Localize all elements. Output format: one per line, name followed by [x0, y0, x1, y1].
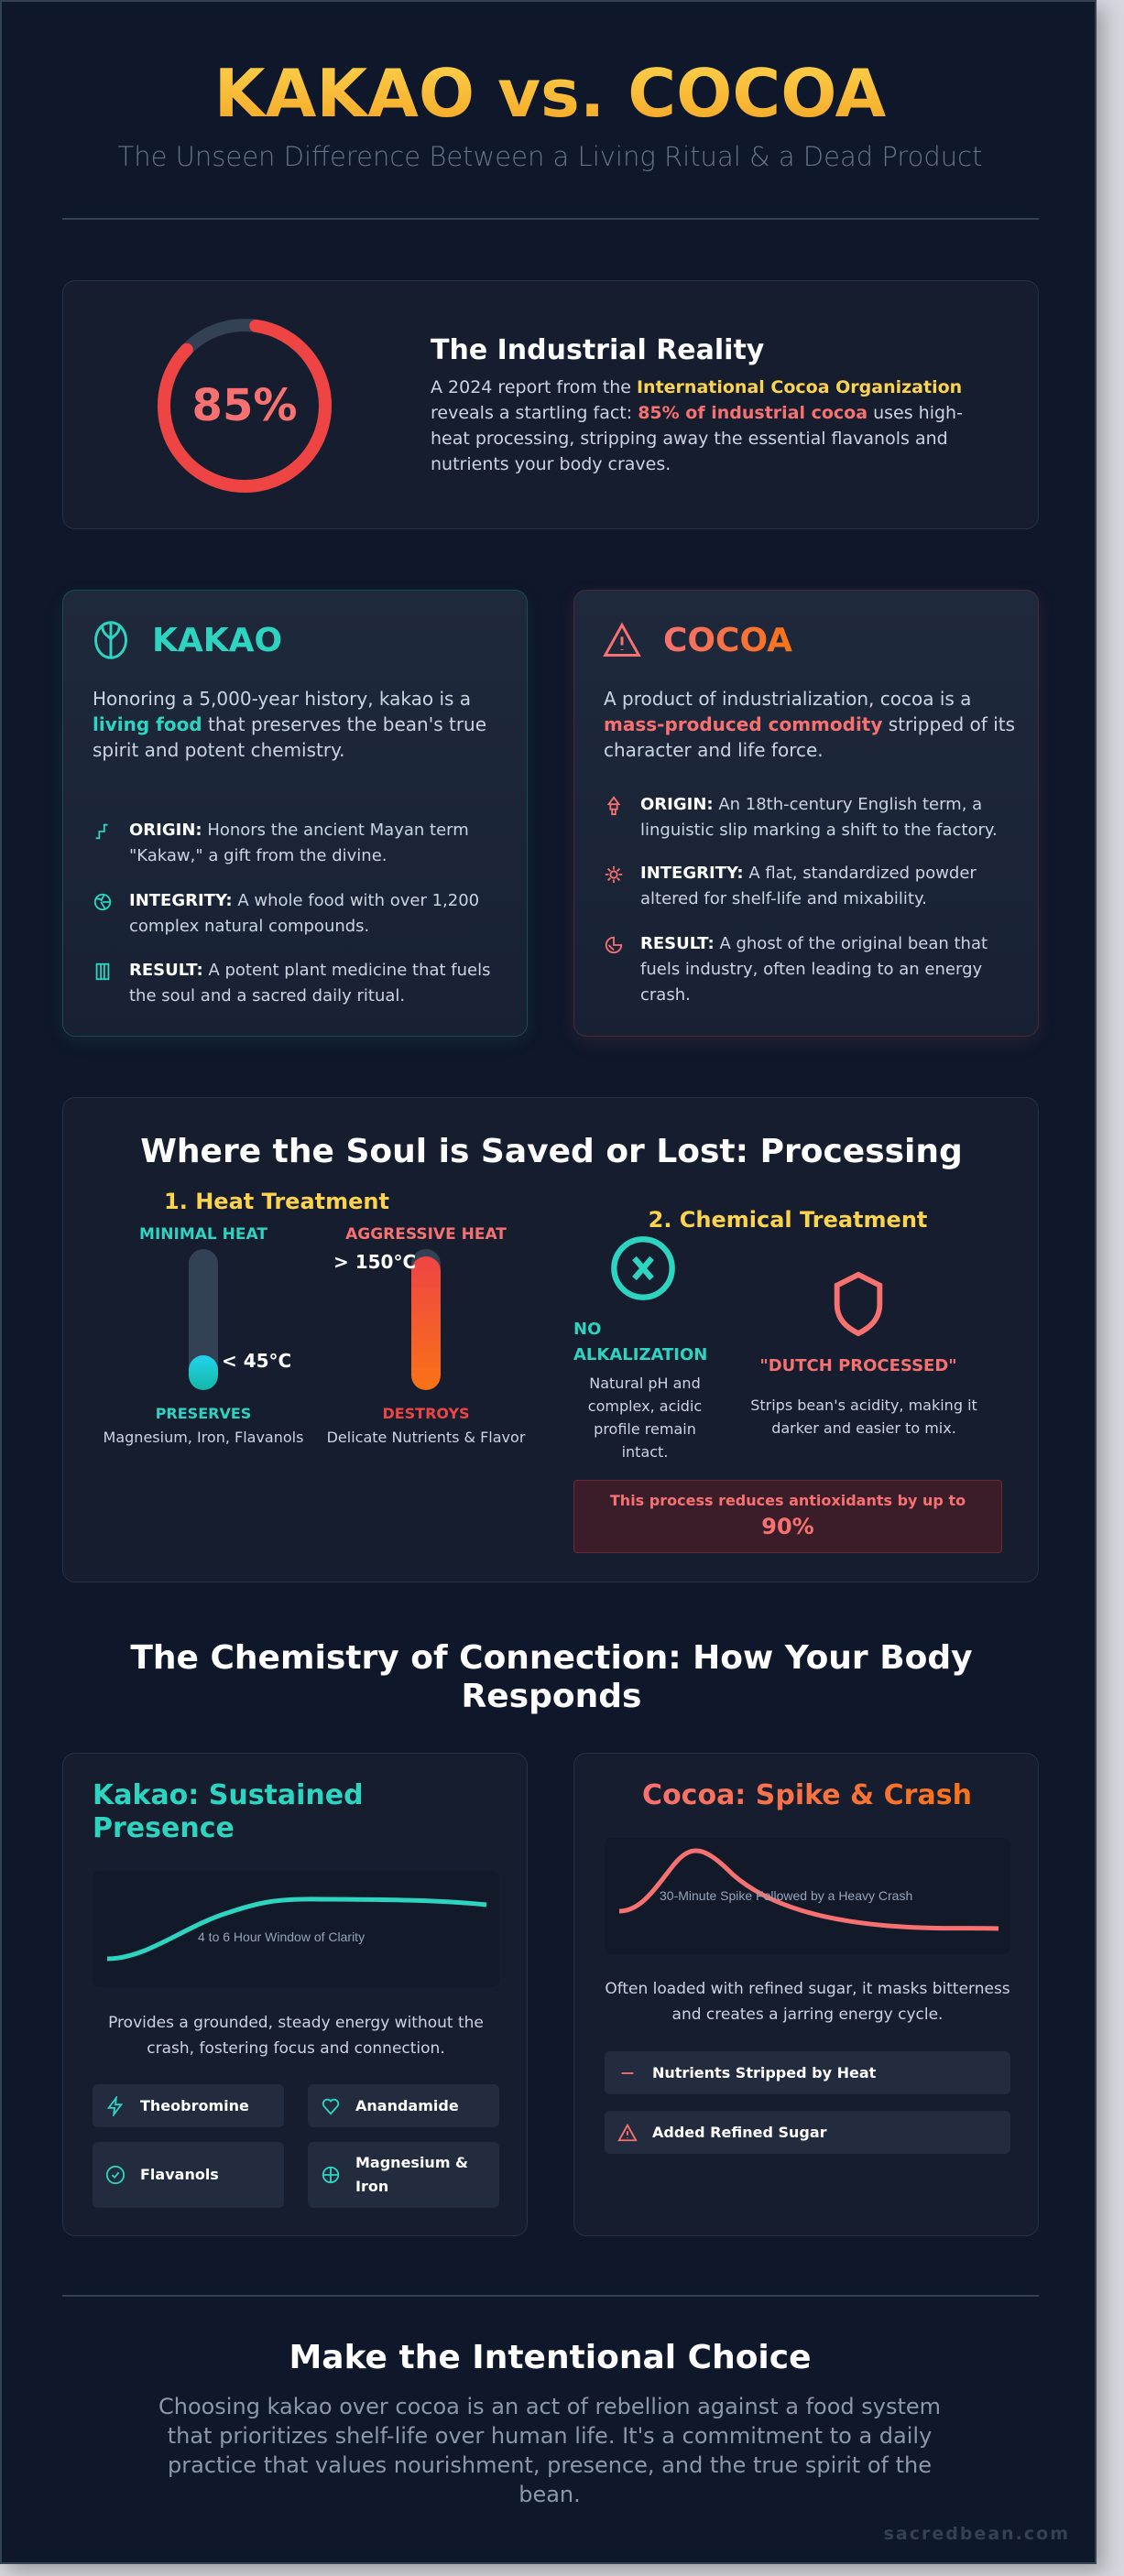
minimal-heat-label: MINIMAL HEAT — [139, 1225, 267, 1244]
path-icon — [95, 823, 108, 840]
page-subtitle: The Unseen Difference Between a Living R… — [117, 141, 983, 172]
x-circle-icon — [611, 1236, 675, 1300]
processing-title: Where the Soul is Saved or Lost: Process… — [140, 1133, 963, 1170]
kakao-list: ORIGIN: Honors the ancient Mayan term "K… — [93, 818, 505, 1019]
ring-progress — [158, 319, 332, 493]
aperture-icon — [93, 893, 112, 911]
warning-text: This process reduces antioxidants by up … — [609, 1492, 966, 1509]
kakao-energy-card: Kakao: Sustained Presence 4 to 6 Hour Wi… — [62, 1753, 528, 2236]
percentage-ring — [158, 319, 332, 493]
pill-anandamide: Anandamide — [308, 2084, 499, 2127]
infographic: KAKAO vs. COCOA The Unseen Difference Be… — [0, 0, 1097, 2564]
thermometer-fill — [189, 1354, 218, 1390]
no-alkalization-label: NO ALKALIZATION — [573, 1320, 708, 1364]
list-item: INTEGRITY: A whole food with over 1,200 … — [93, 888, 505, 940]
minimal-temp: < 45°C — [222, 1350, 292, 1372]
warning-value: 90% — [761, 1514, 814, 1539]
closing-text: Choosing kakao over cocoa is an act of r… — [158, 2394, 942, 2507]
cocoa-energy-card: Cocoa: Spike & Crash 30-Minute Spike Fol… — [573, 1753, 1039, 2236]
check-circle-icon — [105, 2165, 125, 2185]
chemistry-title: The Chemistry of Connection: How Your Bo… — [130, 1639, 973, 1715]
pill-theobromine: Theobromine — [93, 2084, 284, 2127]
kakao-intro: Honoring a 5,000-year history, kakao is … — [93, 688, 487, 761]
aggressive-thermometer — [411, 1249, 441, 1390]
pill-refined-sugar: Added Refined Sugar — [605, 2111, 1010, 2154]
minimal-thermometer — [189, 1249, 218, 1390]
aggressive-temp: > 150°C — [333, 1251, 417, 1273]
destroys-detail: Delicate Nutrients & Flavor — [326, 1429, 526, 1446]
no-alkalization-detail: Natural pH and complex, acidic profile r… — [587, 1375, 703, 1461]
broken-bean-icon — [605, 936, 623, 954]
tree-icon — [94, 621, 127, 659]
list-item: RESULT: A potent plant medicine that fue… — [93, 958, 505, 1009]
sustained-energy-curve: 4 to 6 Hour Window of Clarity — [93, 1871, 499, 1987]
stat-value: 85% — [191, 380, 298, 431]
closing-title: Make the Intentional Choice — [289, 2339, 812, 2376]
cocoa-intro: A product of industrialization, cocoa is… — [604, 688, 1016, 761]
destroys-label: DESTROYS — [382, 1405, 470, 1422]
energy-curve — [618, 1848, 999, 1931]
list-item: ORIGIN: Honors the ancient Mayan term "K… — [93, 818, 505, 869]
pill-flavanols: Flavanols — [93, 2142, 284, 2208]
cocoa-energy-title: Cocoa: Spike & Crash — [642, 1779, 972, 1811]
leaf-icon — [322, 2166, 340, 2184]
pillar-icon — [95, 962, 110, 981]
preserves-label: PRESERVES — [155, 1405, 252, 1422]
pill-nutrients-stripped: Nutrients Stripped by Heat — [605, 2051, 1010, 2094]
divider — [62, 2295, 1039, 2297]
list-item: INTEGRITY: A flat, standardized powder a… — [604, 861, 1016, 912]
preserves-detail: Magnesium, Iron, Flavanols — [103, 1429, 304, 1446]
cocoa-card: COCOA A product of industrialization, co… — [573, 590, 1039, 1037]
list-item: ORIGIN: An 18th-century English term, a … — [604, 792, 1016, 843]
dutch-processed-detail: Strips bean's acidity, making it darker … — [750, 1397, 977, 1437]
aggressive-heat-label: AGGRESSIVE HEAT — [345, 1225, 507, 1244]
industrial-heading: The Industrial Reality — [431, 334, 765, 366]
heart-icon — [322, 2098, 340, 2115]
cocoa-title: COCOA — [663, 622, 792, 659]
cocoa-energy-text: Often loaded with refined sugar, it mask… — [605, 1980, 1010, 2024]
kakao-energy-text: Provides a grounded, steady energy witho… — [108, 2014, 484, 2058]
kakao-title: KAKAO — [152, 622, 283, 659]
warning-icon — [617, 2123, 638, 2141]
antioxidant-warning: This process reduces antioxidants by up … — [573, 1480, 1002, 1553]
divider — [62, 218, 1039, 220]
thermometer-fill — [411, 1255, 441, 1390]
list-item: RESULT: A ghost of the original bean tha… — [604, 931, 1016, 1008]
energy-curve — [106, 1897, 487, 1962]
page-title: KAKAO vs. COCOA — [2, 55, 1098, 132]
dutch-processed-label: "DUTCH PROCESSED" — [759, 1356, 957, 1375]
shield-icon — [834, 1271, 883, 1337]
warning-icon — [603, 622, 641, 657]
lightning-icon — [106, 2095, 124, 2116]
curve-label: 4 to 6 Hour Window of Clarity — [198, 1929, 366, 1944]
brand-link[interactable]: sacredbean.com — [883, 2524, 1070, 2544]
processing-card: Where the Soul is Saved or Lost: Process… — [62, 1097, 1039, 1582]
chemical-heading: 2. Chemical Treatment — [648, 1207, 928, 1233]
industrial-text: A 2024 report from the International Coc… — [431, 377, 963, 474]
factory-icon — [606, 796, 621, 816]
curve-label: 30-Minute Spike Followed by a Heavy Cras… — [660, 1888, 913, 1903]
industrial-reality-card: 85% The Industrial Reality A 2024 report… — [62, 280, 1039, 529]
spike-crash-curve: 30-Minute Spike Followed by a Heavy Cras… — [605, 1838, 1010, 1954]
pill-magnesium-iron: Magnesium & Iron — [308, 2142, 499, 2208]
heat-heading: 1. Heat Treatment — [164, 1189, 389, 1214]
kakao-card: KAKAO Honoring a 5,000-year history, kak… — [62, 590, 528, 1037]
minus-icon — [621, 2071, 634, 2074]
cocoa-list: ORIGIN: An 18th-century English term, a … — [604, 792, 1016, 1021]
gear-icon — [605, 865, 623, 884]
kakao-energy-title: Kakao: Sustained Presence — [93, 1779, 364, 1844]
